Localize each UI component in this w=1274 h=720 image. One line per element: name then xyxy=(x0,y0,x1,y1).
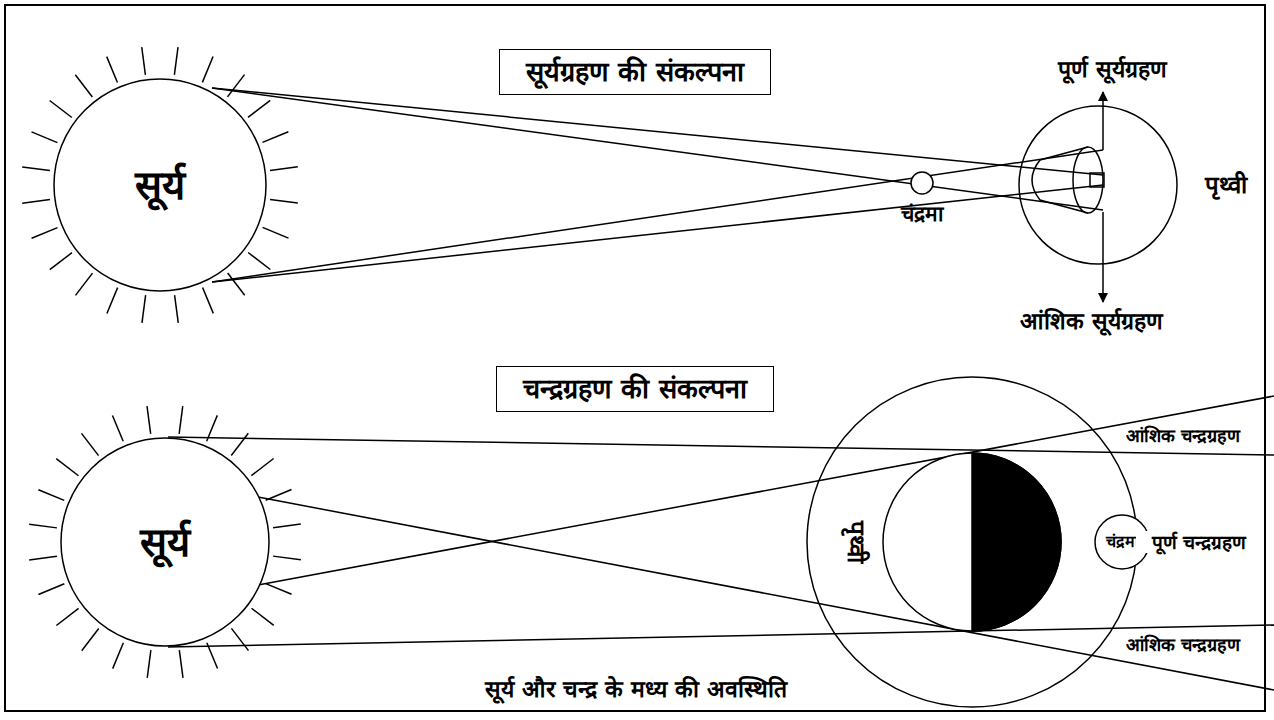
light-ray xyxy=(212,185,1103,282)
light-ray xyxy=(168,625,1274,647)
body-label: सूर्य xyxy=(140,518,190,566)
body-label: चंद्रमा xyxy=(901,202,943,227)
body-label: पृथ्वी xyxy=(842,521,871,563)
sun-ray xyxy=(252,608,274,625)
outline xyxy=(911,172,933,194)
outline xyxy=(1019,106,1177,264)
sun-ray xyxy=(142,47,146,75)
umbra-mark xyxy=(1090,173,1104,187)
shadow-cone xyxy=(1073,147,1103,213)
sun-ray xyxy=(228,273,245,295)
moon-circle-outline xyxy=(910,171,934,195)
sun-ray xyxy=(82,433,99,455)
light-ray xyxy=(258,497,1274,690)
sun-ray xyxy=(203,288,214,314)
sun-ray xyxy=(263,132,289,143)
earth-circle-outline xyxy=(882,452,1062,632)
sun-ray xyxy=(50,100,72,117)
earth-circle-outline xyxy=(1018,105,1178,265)
body-label: चंद्रमा xyxy=(1106,532,1139,551)
earth-circle: पृथ्वी xyxy=(882,452,1062,632)
sun-ray xyxy=(56,608,78,625)
leader-arrow xyxy=(1102,212,1104,302)
outline xyxy=(61,438,269,646)
sun-ray xyxy=(38,584,64,595)
sun-ray xyxy=(142,295,146,323)
sun-ray xyxy=(179,650,183,678)
sun-ray xyxy=(263,227,289,238)
eclipse-label: पूर्ण सूर्यग्रहण xyxy=(1055,56,1170,84)
sun-ray xyxy=(270,167,298,171)
earth-circle: पृथ्वी xyxy=(1018,105,1178,265)
body-label: पृथ्वी xyxy=(1205,171,1247,200)
eclipse-label: आंशिक सूर्यग्रहण xyxy=(1017,308,1166,336)
sun-ray xyxy=(231,433,248,455)
sun-ray xyxy=(270,199,298,203)
sun-ray xyxy=(273,556,301,560)
sun-ray xyxy=(50,253,72,270)
sun-ray xyxy=(29,556,57,560)
sun-ray xyxy=(251,459,273,476)
heading-box: चन्द्रग्रहण की संकल्पना xyxy=(496,366,774,412)
sun-ray xyxy=(38,490,64,501)
sun-ray xyxy=(22,200,50,204)
sun-ray xyxy=(175,295,179,323)
body-label: सूर्य xyxy=(135,161,185,209)
heading-text: चन्द्रग्रहण की संकल्पना xyxy=(523,373,747,404)
eclipse-label: आंशिक चन्द्रग्रहण xyxy=(1123,634,1243,656)
sun-ray xyxy=(32,132,58,143)
heading-box: सूर्यग्रहण की संकल्पना xyxy=(499,49,771,95)
sun-ray xyxy=(22,167,50,171)
moon-orbit xyxy=(807,377,1137,707)
sun-ray xyxy=(147,406,151,434)
sun-ray xyxy=(107,288,118,314)
leader-arrow xyxy=(1102,92,1104,150)
sun-ray xyxy=(75,273,92,295)
night-side xyxy=(972,453,1061,631)
sun-ray xyxy=(29,524,57,528)
sun-ray xyxy=(112,415,123,441)
sun-ray xyxy=(75,75,92,97)
sun-ray xyxy=(266,584,292,595)
heading-text: सूर्यग्रहण की संकल्पना xyxy=(526,56,744,87)
sun-ray xyxy=(231,628,248,650)
sun-ray xyxy=(273,524,301,528)
sun-ray xyxy=(202,57,213,83)
shadow-cone xyxy=(1032,147,1088,213)
light-ray xyxy=(212,88,1103,210)
outline xyxy=(883,453,1061,631)
light-ray xyxy=(258,396,1274,585)
outline xyxy=(54,79,266,291)
sun-ray xyxy=(147,650,151,678)
eclipse-label: पूर्ण चन्द्रग्रहण xyxy=(1136,531,1262,554)
sun-ray xyxy=(82,629,99,651)
sun-circle: सूर्य xyxy=(60,437,270,647)
light-ray xyxy=(168,437,1274,455)
moon-circle: चंद्रमा xyxy=(910,171,934,195)
sun-ray xyxy=(248,252,270,269)
sun-ray xyxy=(174,47,178,75)
sun-rays xyxy=(22,47,301,678)
sun-ray xyxy=(248,100,270,117)
eclipse-label: आंशिक चन्द्रग्रहण xyxy=(1123,425,1243,447)
sun-ray xyxy=(56,459,78,476)
light-ray xyxy=(212,150,1103,282)
sun-ray xyxy=(179,406,183,434)
sun-ray xyxy=(113,643,124,669)
sun-circle: सूर्य xyxy=(53,78,267,292)
sun-ray xyxy=(32,228,58,239)
light-ray xyxy=(212,88,1103,175)
sun-ray xyxy=(107,57,118,83)
sun-ray xyxy=(227,75,244,97)
caption: सूर्य और चन्द्र के मध्य की अवस्थिति xyxy=(482,676,790,704)
